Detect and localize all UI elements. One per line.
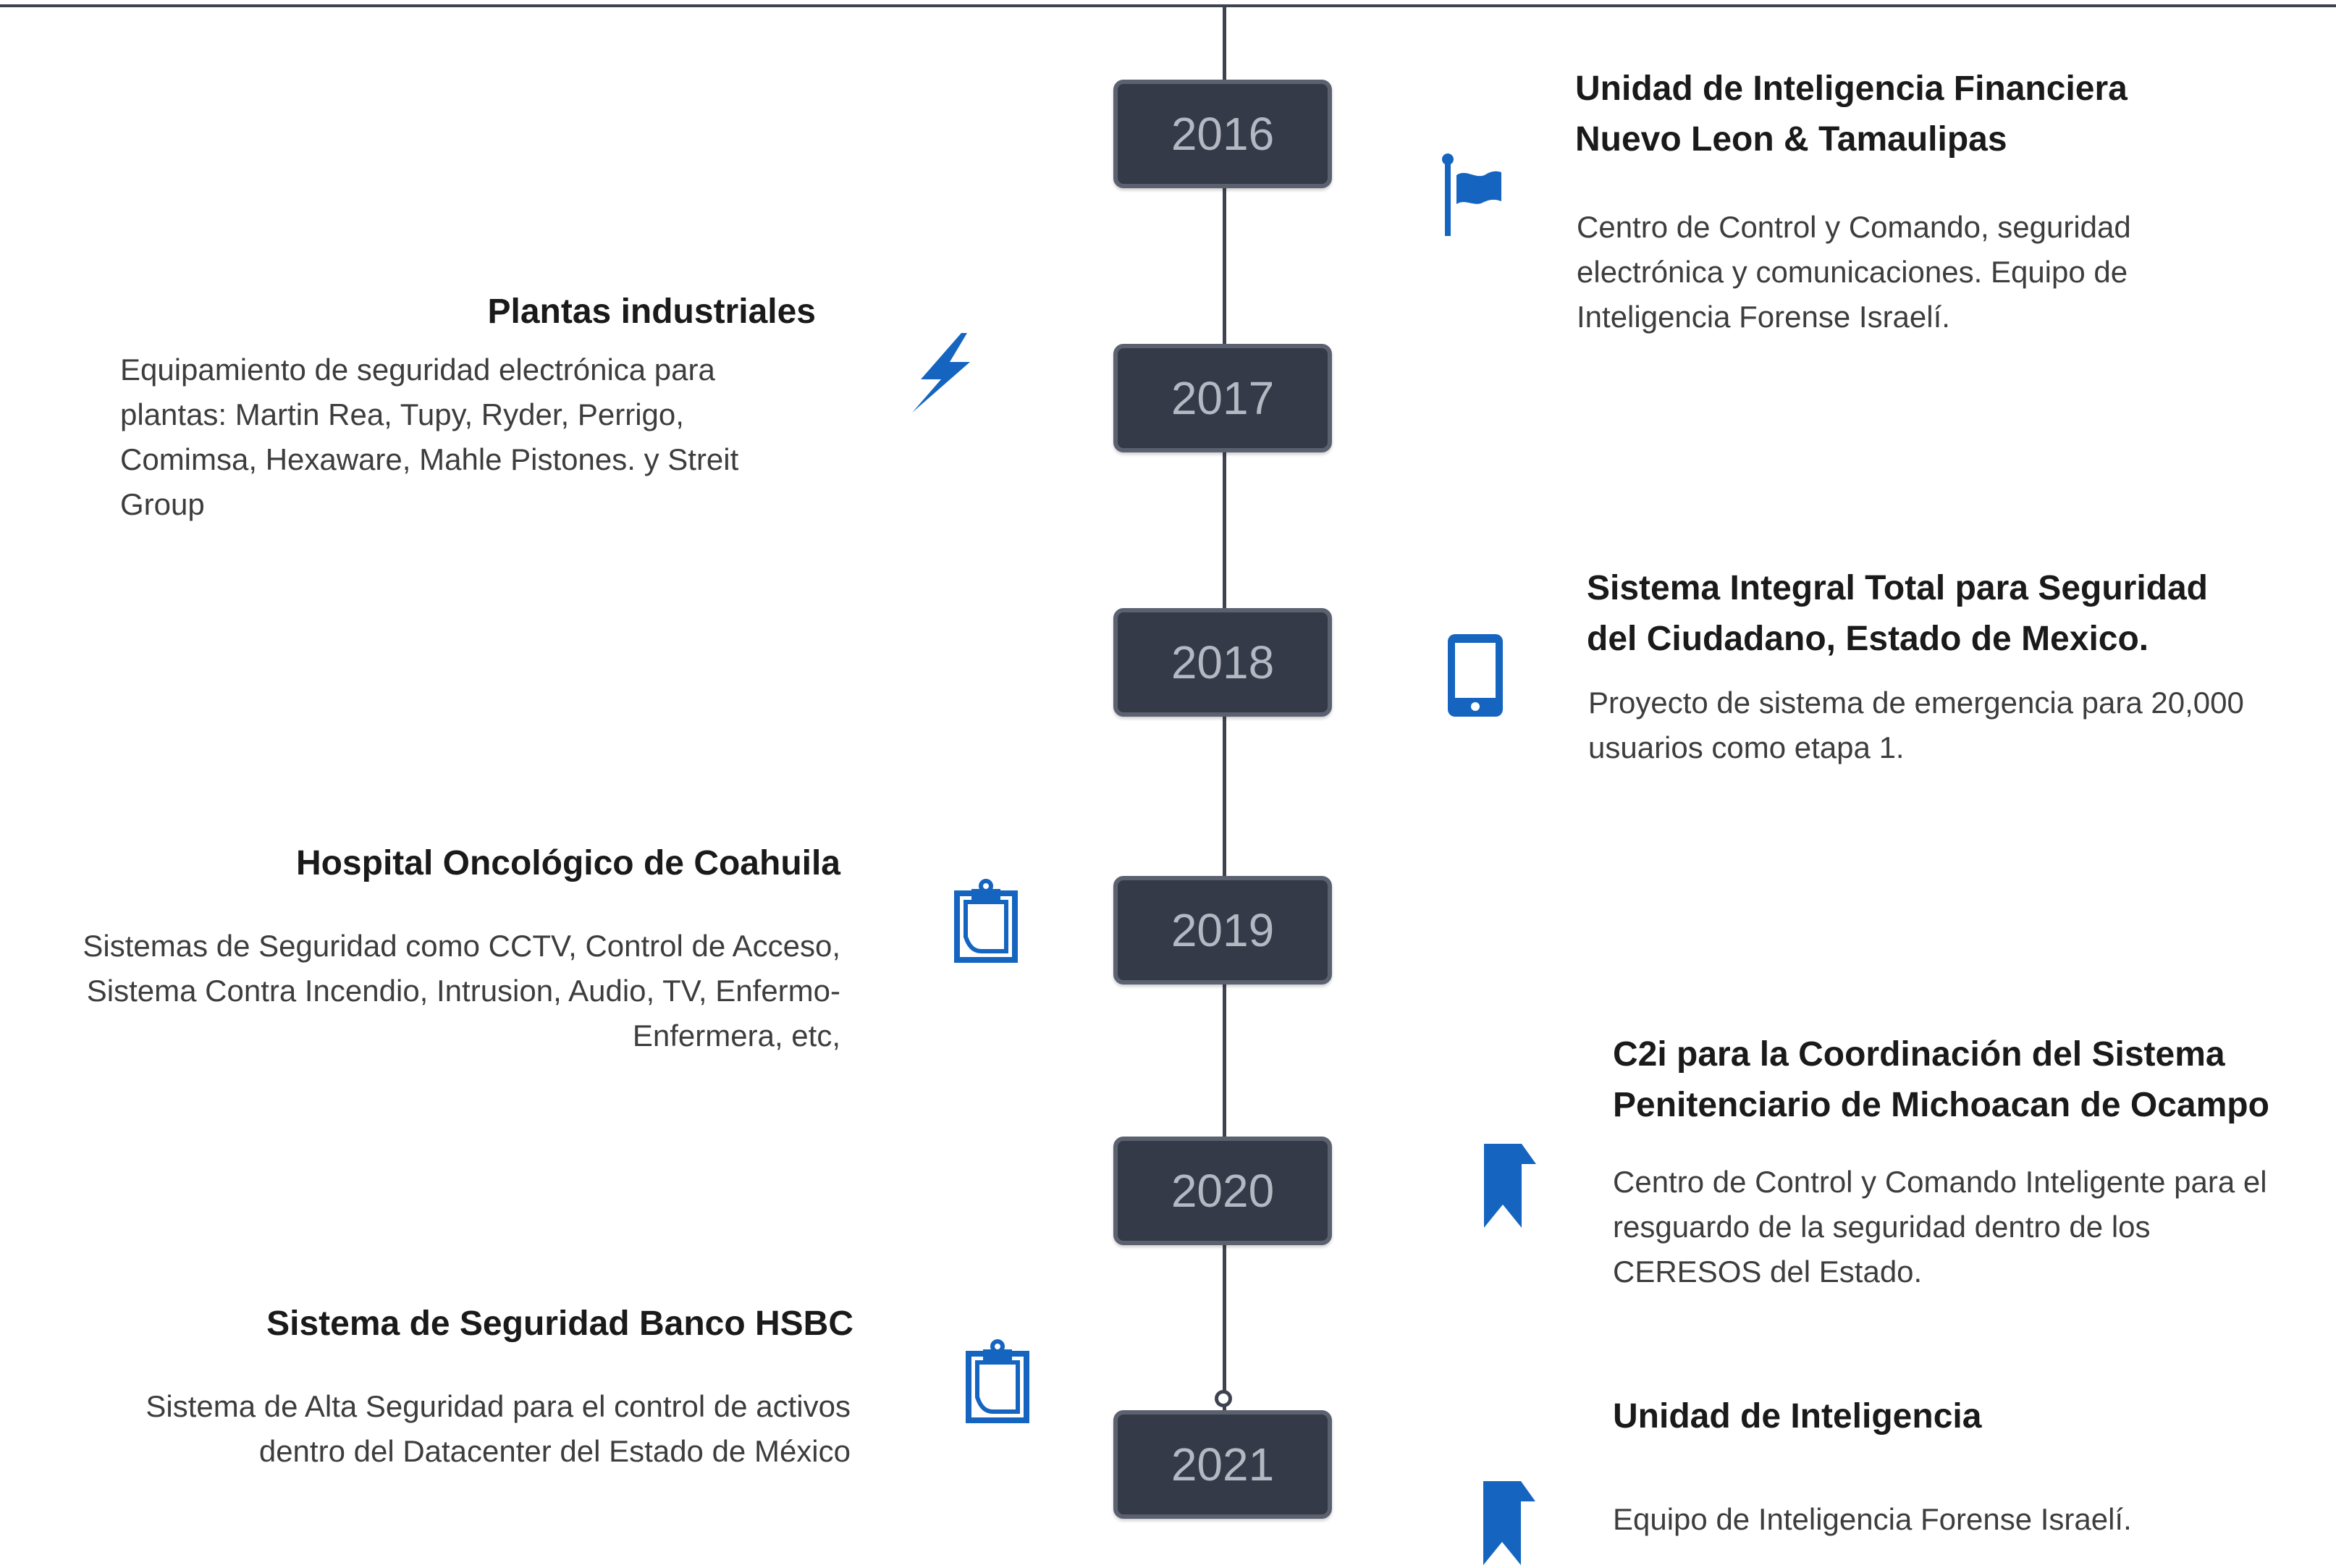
flag-icon: [1439, 152, 1509, 239]
event-description: Proyecto de sistema de emergencia para 2…: [1588, 686, 2244, 764]
year-box-2019: 2019: [1113, 876, 1332, 985]
event-title: Hospital Oncológico de Coahuila: [295, 844, 840, 882]
event-description: Sistema de Alta Seguridad para el contro…: [146, 1389, 851, 1468]
timeline-node: [1215, 1390, 1232, 1407]
top-divider: [0, 4, 2336, 7]
clipboard-icon: [953, 879, 1019, 964]
event-title: C2i para la Coordinación del Sistema Pen…: [1613, 1035, 2269, 1124]
event-description: Equipamiento de seguridad electrónica pa…: [120, 353, 739, 521]
lightning-icon: [909, 333, 974, 413]
event-title: Plantas industriales: [487, 292, 817, 331]
event-description: Equipo de Inteligencia Forense Israelí.: [1613, 1502, 2132, 1536]
year-box-2020: 2020: [1113, 1137, 1332, 1245]
mobile-phone-icon: [1448, 634, 1503, 717]
year-box-2021: 2021: [1113, 1410, 1332, 1519]
bookmark-icon: [1481, 1144, 1536, 1228]
event-title: Unidad de Inteligencia Financiera Nuevo …: [1575, 69, 2128, 159]
year-box-2018: 2018: [1113, 608, 1332, 717]
bookmark-icon: [1480, 1481, 1536, 1565]
year-box-2017: 2017: [1113, 344, 1332, 452]
clipboard-icon: [964, 1339, 1031, 1425]
year-box-2016: 2016: [1113, 80, 1332, 188]
event-description: Sistemas de Seguridad como CCTV, Control…: [83, 929, 840, 1053]
event-title: Unidad de Inteligencia: [1613, 1397, 1982, 1436]
event-title: Sistema Integral Total para Seguridad de…: [1587, 569, 2208, 658]
timeline-spine: [1223, 6, 1226, 1483]
event-title: Sistema de Seguridad Banco HSBC: [266, 1304, 853, 1343]
event-description: Centro de Control y Comando, seguridad e…: [1577, 210, 2131, 334]
event-description: Centro de Control y Comando Inteligente …: [1613, 1165, 2267, 1289]
